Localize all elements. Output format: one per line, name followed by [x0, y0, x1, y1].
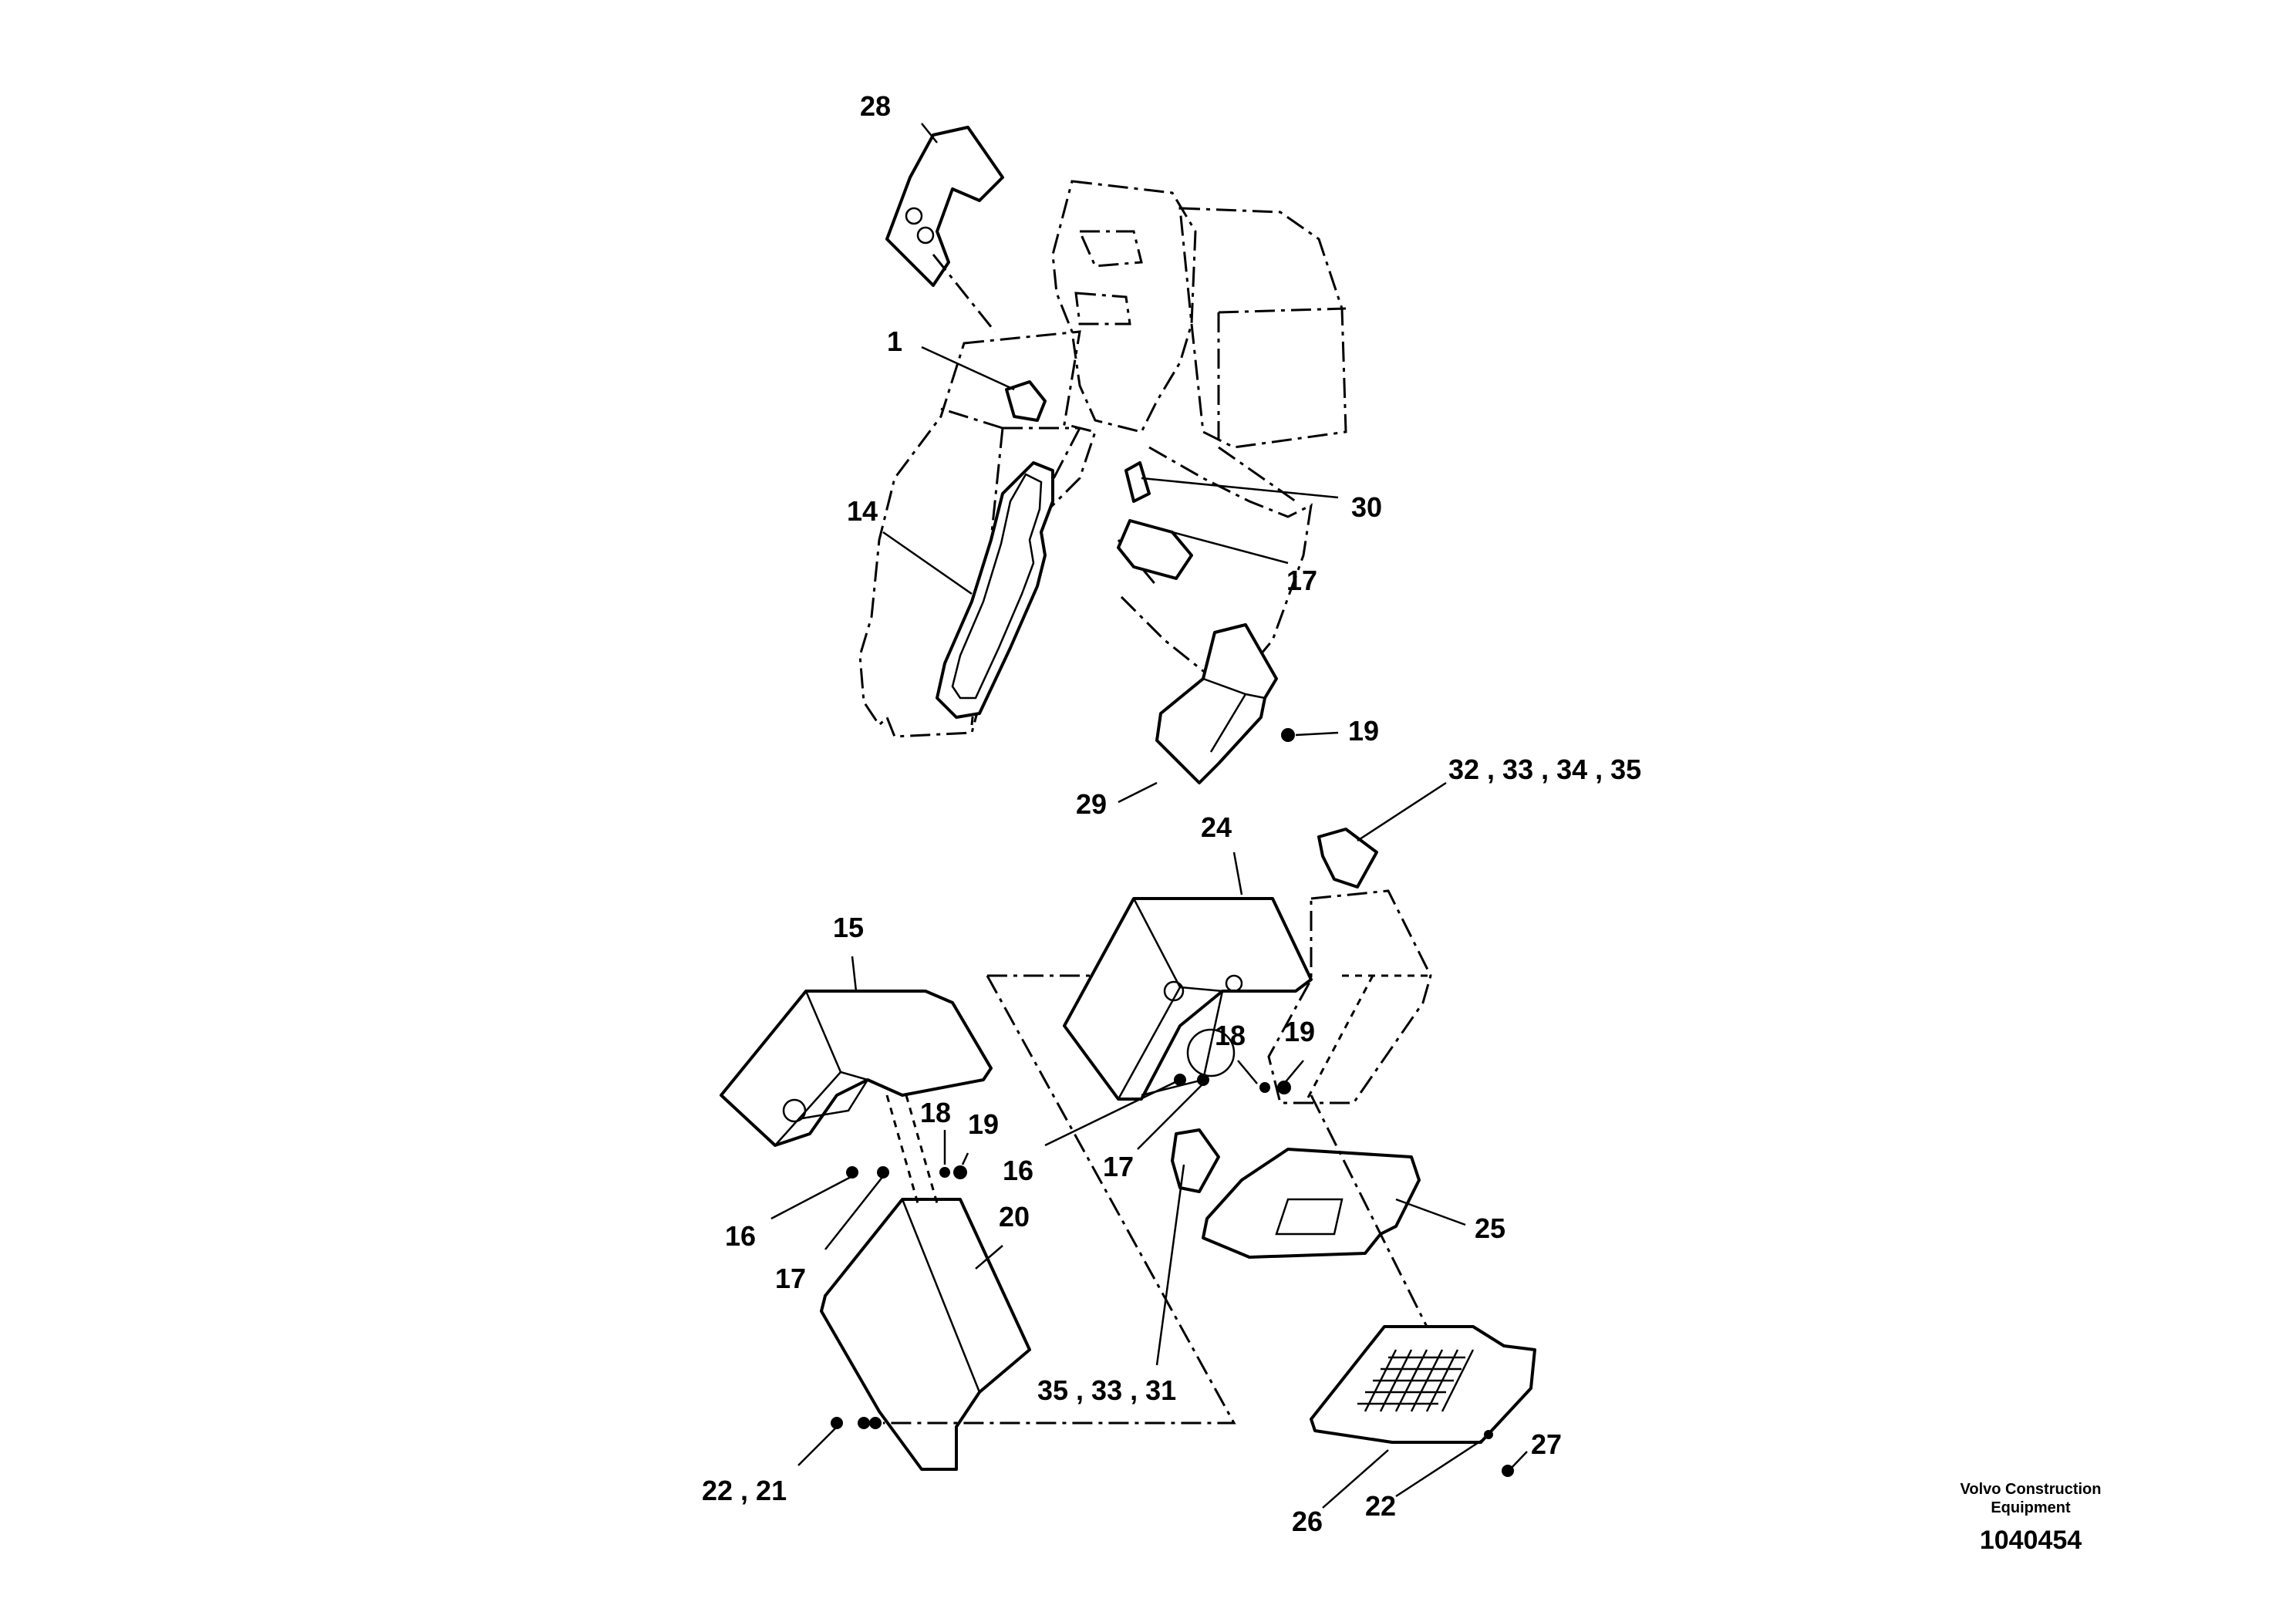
bolt-part-16-left	[846, 1166, 858, 1179]
dashed-right-cabinet-face	[1217, 307, 1347, 440]
dashed-lower-region	[1117, 446, 1313, 688]
dashed-filter-guide	[1310, 1094, 1428, 1327]
bolt-part-19-left	[953, 1165, 967, 1179]
bracket-part-17	[1117, 519, 1193, 580]
callout-22: 22	[1365, 1490, 1396, 1522]
plate-part-20	[820, 1198, 1031, 1471]
dashed-engine-block-detail	[1074, 230, 1143, 325]
bottom-right-assembly	[1063, 828, 1536, 1477]
drawing-number: 1040454	[1980, 1526, 2082, 1555]
tray-part-25	[1202, 1148, 1421, 1259]
callout-19-top: 19	[1348, 715, 1379, 747]
washer-part-22	[1484, 1430, 1493, 1439]
callout-16-right: 16	[1003, 1155, 1033, 1186]
callout-16-left: 16	[725, 1220, 756, 1252]
clip-part-35-33-31	[1171, 1128, 1220, 1193]
plate-part-20-edge	[901, 1199, 981, 1393]
callout-17-top: 17	[1286, 565, 1317, 596]
box-part-24	[1063, 897, 1313, 1101]
box-part-15-hole	[782, 1098, 807, 1123]
callout-22-21: 22 , 21	[702, 1475, 787, 1506]
bolt-part-19	[1281, 728, 1295, 742]
dotted-seam	[885, 1094, 939, 1204]
callout-28: 28	[860, 90, 891, 122]
dashed-guide	[932, 254, 996, 332]
dashed-right-cabinet	[1178, 207, 1347, 449]
bolt-part-18-right	[1259, 1082, 1270, 1093]
bolt-part-18-left	[939, 1167, 950, 1178]
filter-mesh	[1357, 1349, 1475, 1412]
brand-block: Volvo Construction Equipment 1040454	[1961, 1481, 2102, 1555]
callout-18-left: 18	[920, 1097, 951, 1128]
gasket-part-14	[936, 461, 1054, 719]
callout-19-left: 19	[968, 1108, 999, 1140]
callout-29: 29	[1076, 788, 1107, 820]
callout-25: 25	[1475, 1212, 1505, 1244]
box-part-15-edges	[774, 990, 869, 1146]
callout-30: 30	[1351, 491, 1382, 523]
top-assembly	[858, 126, 1347, 784]
filter-panel-part-26	[1310, 1325, 1536, 1444]
guard-plate-edge	[1202, 677, 1266, 753]
callout-15: 15	[833, 912, 864, 943]
bolt-part-17-right	[1197, 1074, 1209, 1086]
callout-19-right: 19	[1284, 1016, 1315, 1047]
bolt-part-17-left	[877, 1166, 889, 1179]
fitting-part-1	[1005, 380, 1047, 422]
leader-lines	[770, 123, 1528, 1509]
dashed-engine-block	[1051, 180, 1197, 433]
dashed-frame-outline	[858, 330, 1097, 738]
bolt-part-22-21b	[858, 1417, 870, 1429]
box-part-24-hole	[1186, 1028, 1236, 1077]
fitting-part-30	[1124, 461, 1151, 503]
callout-35-33-31: 35 , 33 , 31	[1037, 1374, 1176, 1406]
callout-27: 27	[1531, 1428, 1562, 1460]
box-part-24-port	[1163, 980, 1185, 1002]
callout-18-right: 18	[1215, 1020, 1246, 1051]
bracket-part-28	[885, 126, 1004, 287]
bolt-part-19-right	[1277, 1081, 1291, 1094]
box-part-15	[720, 990, 993, 1147]
tray-part-25-window	[1275, 1198, 1344, 1236]
bolt-part-22-21c	[869, 1417, 882, 1429]
box-part-24-port2	[1225, 974, 1243, 993]
gasket-inner-edge	[951, 473, 1043, 700]
callout-1: 1	[887, 325, 902, 357]
brand-line-2: Equipment	[1991, 1499, 2071, 1516]
callout-20: 20	[999, 1201, 1030, 1233]
bolt-part-22-21	[831, 1417, 843, 1429]
callout-32-33-34-35: 32 , 33 , 34 , 35	[1448, 754, 1641, 785]
callout-17-right: 17	[1103, 1151, 1134, 1182]
dashed-right-housing	[1267, 889, 1432, 1104]
dashed-lower-outline	[883, 974, 1236, 1425]
clip-part-32-35	[1317, 828, 1378, 889]
bracket-hole	[905, 207, 923, 225]
callout-14: 14	[847, 495, 878, 527]
bracket-hole	[916, 226, 935, 244]
brand-line-1: Volvo Construction	[1961, 1481, 2102, 1498]
callout-labels: 28 1 14 30 17 19 29 32 , 33 , 34 , 35 24…	[702, 90, 1641, 1537]
dotted-housing-edge	[1306, 974, 1431, 1100]
guard-plate-part-29	[1155, 623, 1278, 784]
callout-17-left: 17	[775, 1263, 806, 1294]
callout-24: 24	[1201, 811, 1232, 843]
callout-26: 26	[1292, 1506, 1323, 1537]
